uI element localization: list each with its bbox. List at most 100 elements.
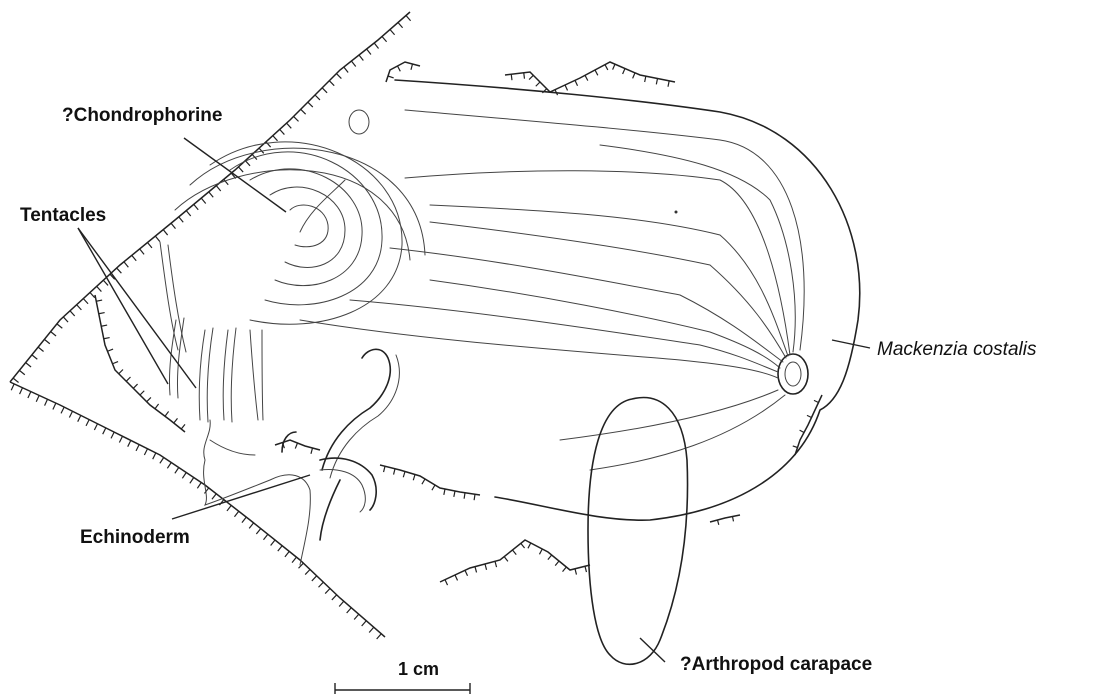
hatch-tick [455, 575, 458, 580]
hatch-tick [148, 243, 152, 248]
oral-ring-inner [785, 362, 801, 386]
hatch-tick [132, 255, 136, 260]
hatch-tick [305, 570, 310, 575]
hatch-tick [344, 67, 348, 72]
hatch-tick [44, 339, 49, 343]
hatch-tick [585, 566, 586, 572]
hatch-tick [311, 448, 313, 454]
label-echinoderm: Echinoderm [80, 527, 190, 548]
hatch-tick [174, 418, 178, 423]
hatch-tick [390, 30, 395, 35]
hatch-tick [124, 262, 128, 267]
hatch-tick [563, 567, 567, 572]
hatch-tick [299, 563, 304, 568]
leader-arthropod [640, 638, 665, 662]
hatch-tick [238, 167, 243, 172]
hatch-tick [111, 432, 114, 438]
hatch-tick [403, 472, 405, 478]
hatch-tick [504, 557, 508, 562]
hatch-tick [575, 569, 576, 575]
hatch-tick [495, 561, 497, 567]
hatch-tick [367, 49, 371, 54]
hatch-tick [197, 483, 201, 489]
hatch-tick [394, 469, 395, 475]
rock-edge-carapace-low [710, 515, 740, 525]
scale-bar-label: 1 cm [398, 659, 439, 679]
rock-edge-top-right-line [505, 62, 675, 92]
hatch-tick [529, 75, 533, 79]
hatch-tick [539, 549, 542, 554]
rock-edge-carapace-low-line [710, 515, 740, 522]
hatch-tick [234, 511, 238, 517]
rock-edge-lower-middle [380, 465, 480, 500]
hatch-tick [575, 80, 578, 85]
hatch-tick [51, 332, 56, 336]
hatch-tick [388, 76, 394, 78]
hatch-tick [285, 551, 289, 556]
hatch-tick [94, 424, 97, 430]
hatch-tick [209, 192, 213, 197]
rock-edge-left-inner [95, 295, 185, 432]
hatch-tick [536, 82, 540, 86]
hatch-tick [26, 363, 31, 367]
hatch-tick [186, 211, 190, 216]
hatch-tick [278, 546, 282, 551]
hatch-tick [354, 614, 359, 619]
hatch-tick [511, 74, 512, 80]
hatch-tick [165, 411, 169, 416]
hatch-tick [273, 136, 278, 141]
hatch-tick [147, 397, 151, 401]
leader-mackenzia [832, 340, 870, 348]
hatch-tick [227, 505, 231, 511]
hatch-tick [194, 204, 198, 209]
hatch-tick [113, 362, 119, 364]
hatch-tick [613, 64, 615, 70]
hatch-tick [513, 550, 517, 555]
hatch-tick [374, 43, 378, 48]
hatch-tick [163, 230, 167, 235]
arthropod-carapace-outline [588, 398, 688, 665]
rock-edge-lower-bottom [440, 540, 590, 585]
hatch-tick [256, 529, 260, 534]
hatch-tick [103, 428, 106, 434]
rock-edge-right-side-line [795, 395, 822, 455]
hatch-tick [104, 338, 110, 339]
hatch-tick [61, 407, 64, 413]
leader-chondrophorine [184, 138, 286, 212]
hatch-tick [605, 65, 608, 70]
hatch-tick [86, 420, 89, 426]
label-tentacles: Tentacles [20, 205, 106, 226]
hatch-tick [128, 440, 131, 446]
specimen-dot [675, 211, 678, 214]
hatch-tick [322, 88, 327, 93]
hatch-tick [45, 399, 48, 405]
hatch-tick [13, 378, 18, 382]
hatch-tick [668, 81, 669, 87]
hatch-tick [63, 317, 68, 322]
hatch-tick [464, 493, 465, 499]
leader-tentacles-1 [78, 228, 168, 384]
hatch-tick [167, 463, 171, 469]
hatch-tick [382, 37, 387, 42]
hatch-tick [336, 74, 341, 79]
hatch-tick [295, 443, 297, 449]
hatch-tick [444, 489, 445, 495]
tentacles [160, 242, 263, 422]
hatch-tick [57, 324, 62, 328]
hatch-tick [28, 392, 31, 398]
hatch-tick [315, 95, 320, 100]
hatch-tick [249, 523, 253, 528]
hatch-tick [718, 520, 719, 525]
hatch-tick [179, 217, 183, 222]
hatch-tick [32, 355, 37, 359]
hatch-tick [319, 582, 324, 587]
hatch-tick [301, 109, 306, 114]
hatch-tick [83, 299, 88, 304]
hatch-tick [465, 570, 468, 575]
hatch-tick [422, 479, 425, 484]
hatch-tick [117, 268, 122, 273]
rock-edge-left-inner-line [95, 295, 185, 432]
rock-edge-right-side [793, 395, 822, 455]
hatch-tick [175, 468, 179, 474]
